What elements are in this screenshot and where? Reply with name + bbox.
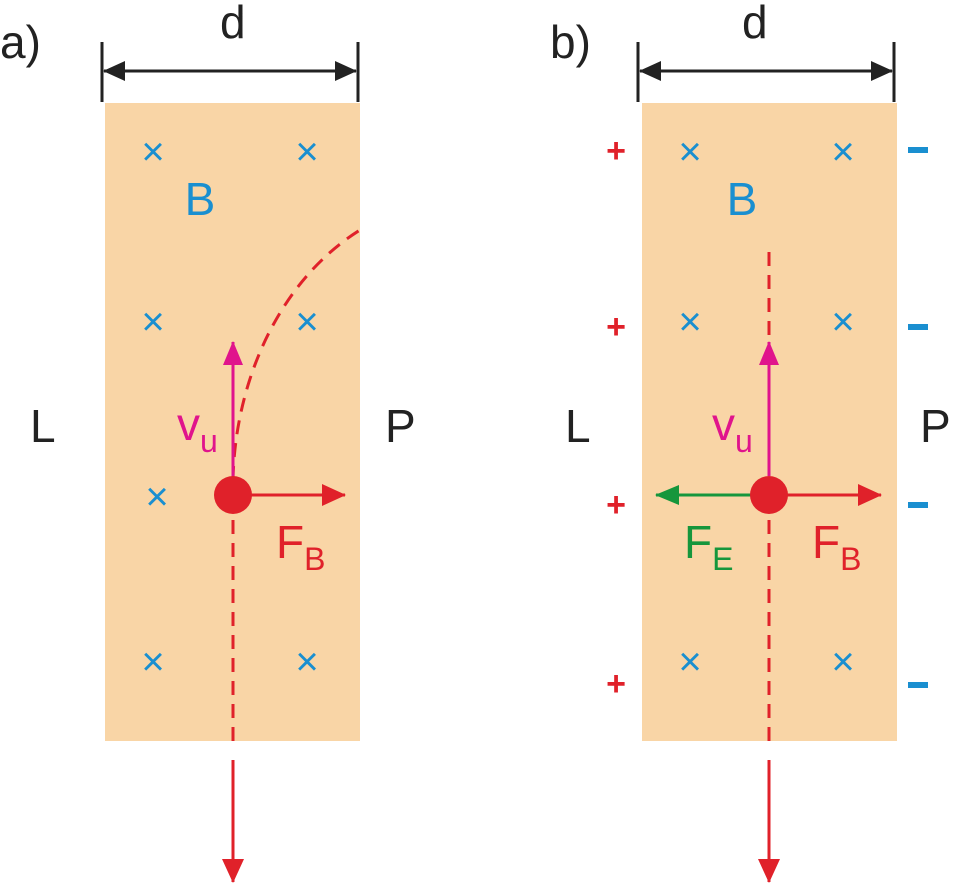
panel-b-negative-charge xyxy=(908,682,928,688)
panel-a: a) d × × × × × × × B L P vu FB xyxy=(0,0,416,883)
panel-a-width-label: d xyxy=(220,0,246,48)
panel-b: b) d × × × × × × B L P + + + + v xyxy=(550,0,951,883)
panel-b-field-cross: × xyxy=(678,300,701,344)
panel-b-positive-charge: + xyxy=(606,308,626,346)
panel-a-field-cross: × xyxy=(295,640,318,684)
panel-b-charge-particle xyxy=(750,476,788,514)
panel-a-label: a) xyxy=(0,16,41,68)
panel-b-field-label: B xyxy=(727,173,758,225)
panel-b-field-cross: × xyxy=(678,640,701,684)
panel-b-electric-force-label: FE xyxy=(684,516,733,577)
panel-a-charge-particle xyxy=(214,476,252,514)
panel-a-field-cross: × xyxy=(295,130,318,174)
panel-b-field-cross: × xyxy=(831,300,854,344)
panel-a-field-cross: × xyxy=(141,300,164,344)
panel-b-magnetic-force-label: FB xyxy=(812,516,861,577)
panel-a-velocity-label: vu xyxy=(177,398,218,459)
panel-b-left-label: L xyxy=(565,400,591,452)
panel-b-field-cross: × xyxy=(831,640,854,684)
panel-b-negative-charge xyxy=(908,324,928,330)
panel-b-velocity-label: vu xyxy=(712,398,753,459)
panel-b-width-label: d xyxy=(742,0,768,48)
panel-b-right-label: P xyxy=(920,400,951,452)
panel-a-field-label: B xyxy=(185,173,216,225)
panel-b-positive-charge: + xyxy=(606,132,626,170)
panel-b-field-cross: × xyxy=(831,130,854,174)
panel-b-field-cross: × xyxy=(678,130,701,174)
panel-a-left-label: L xyxy=(30,400,56,452)
panel-b-label: b) xyxy=(550,16,591,68)
panel-a-field-cross: × xyxy=(295,300,318,344)
panel-b-negative-charge xyxy=(908,147,928,153)
panel-a-field-cross: × xyxy=(141,130,164,174)
panel-a-right-label: P xyxy=(385,400,416,452)
panel-b-positive-charge: + xyxy=(606,665,626,703)
panel-a-magnetic-force-label: FB xyxy=(276,516,325,577)
panel-b-negative-charge xyxy=(908,502,928,508)
panel-a-field-cross: × xyxy=(145,475,168,519)
panel-a-field-cross: × xyxy=(141,640,164,684)
panel-a-deflected-path xyxy=(231,228,361,481)
panel-b-positive-charge: + xyxy=(606,486,626,524)
